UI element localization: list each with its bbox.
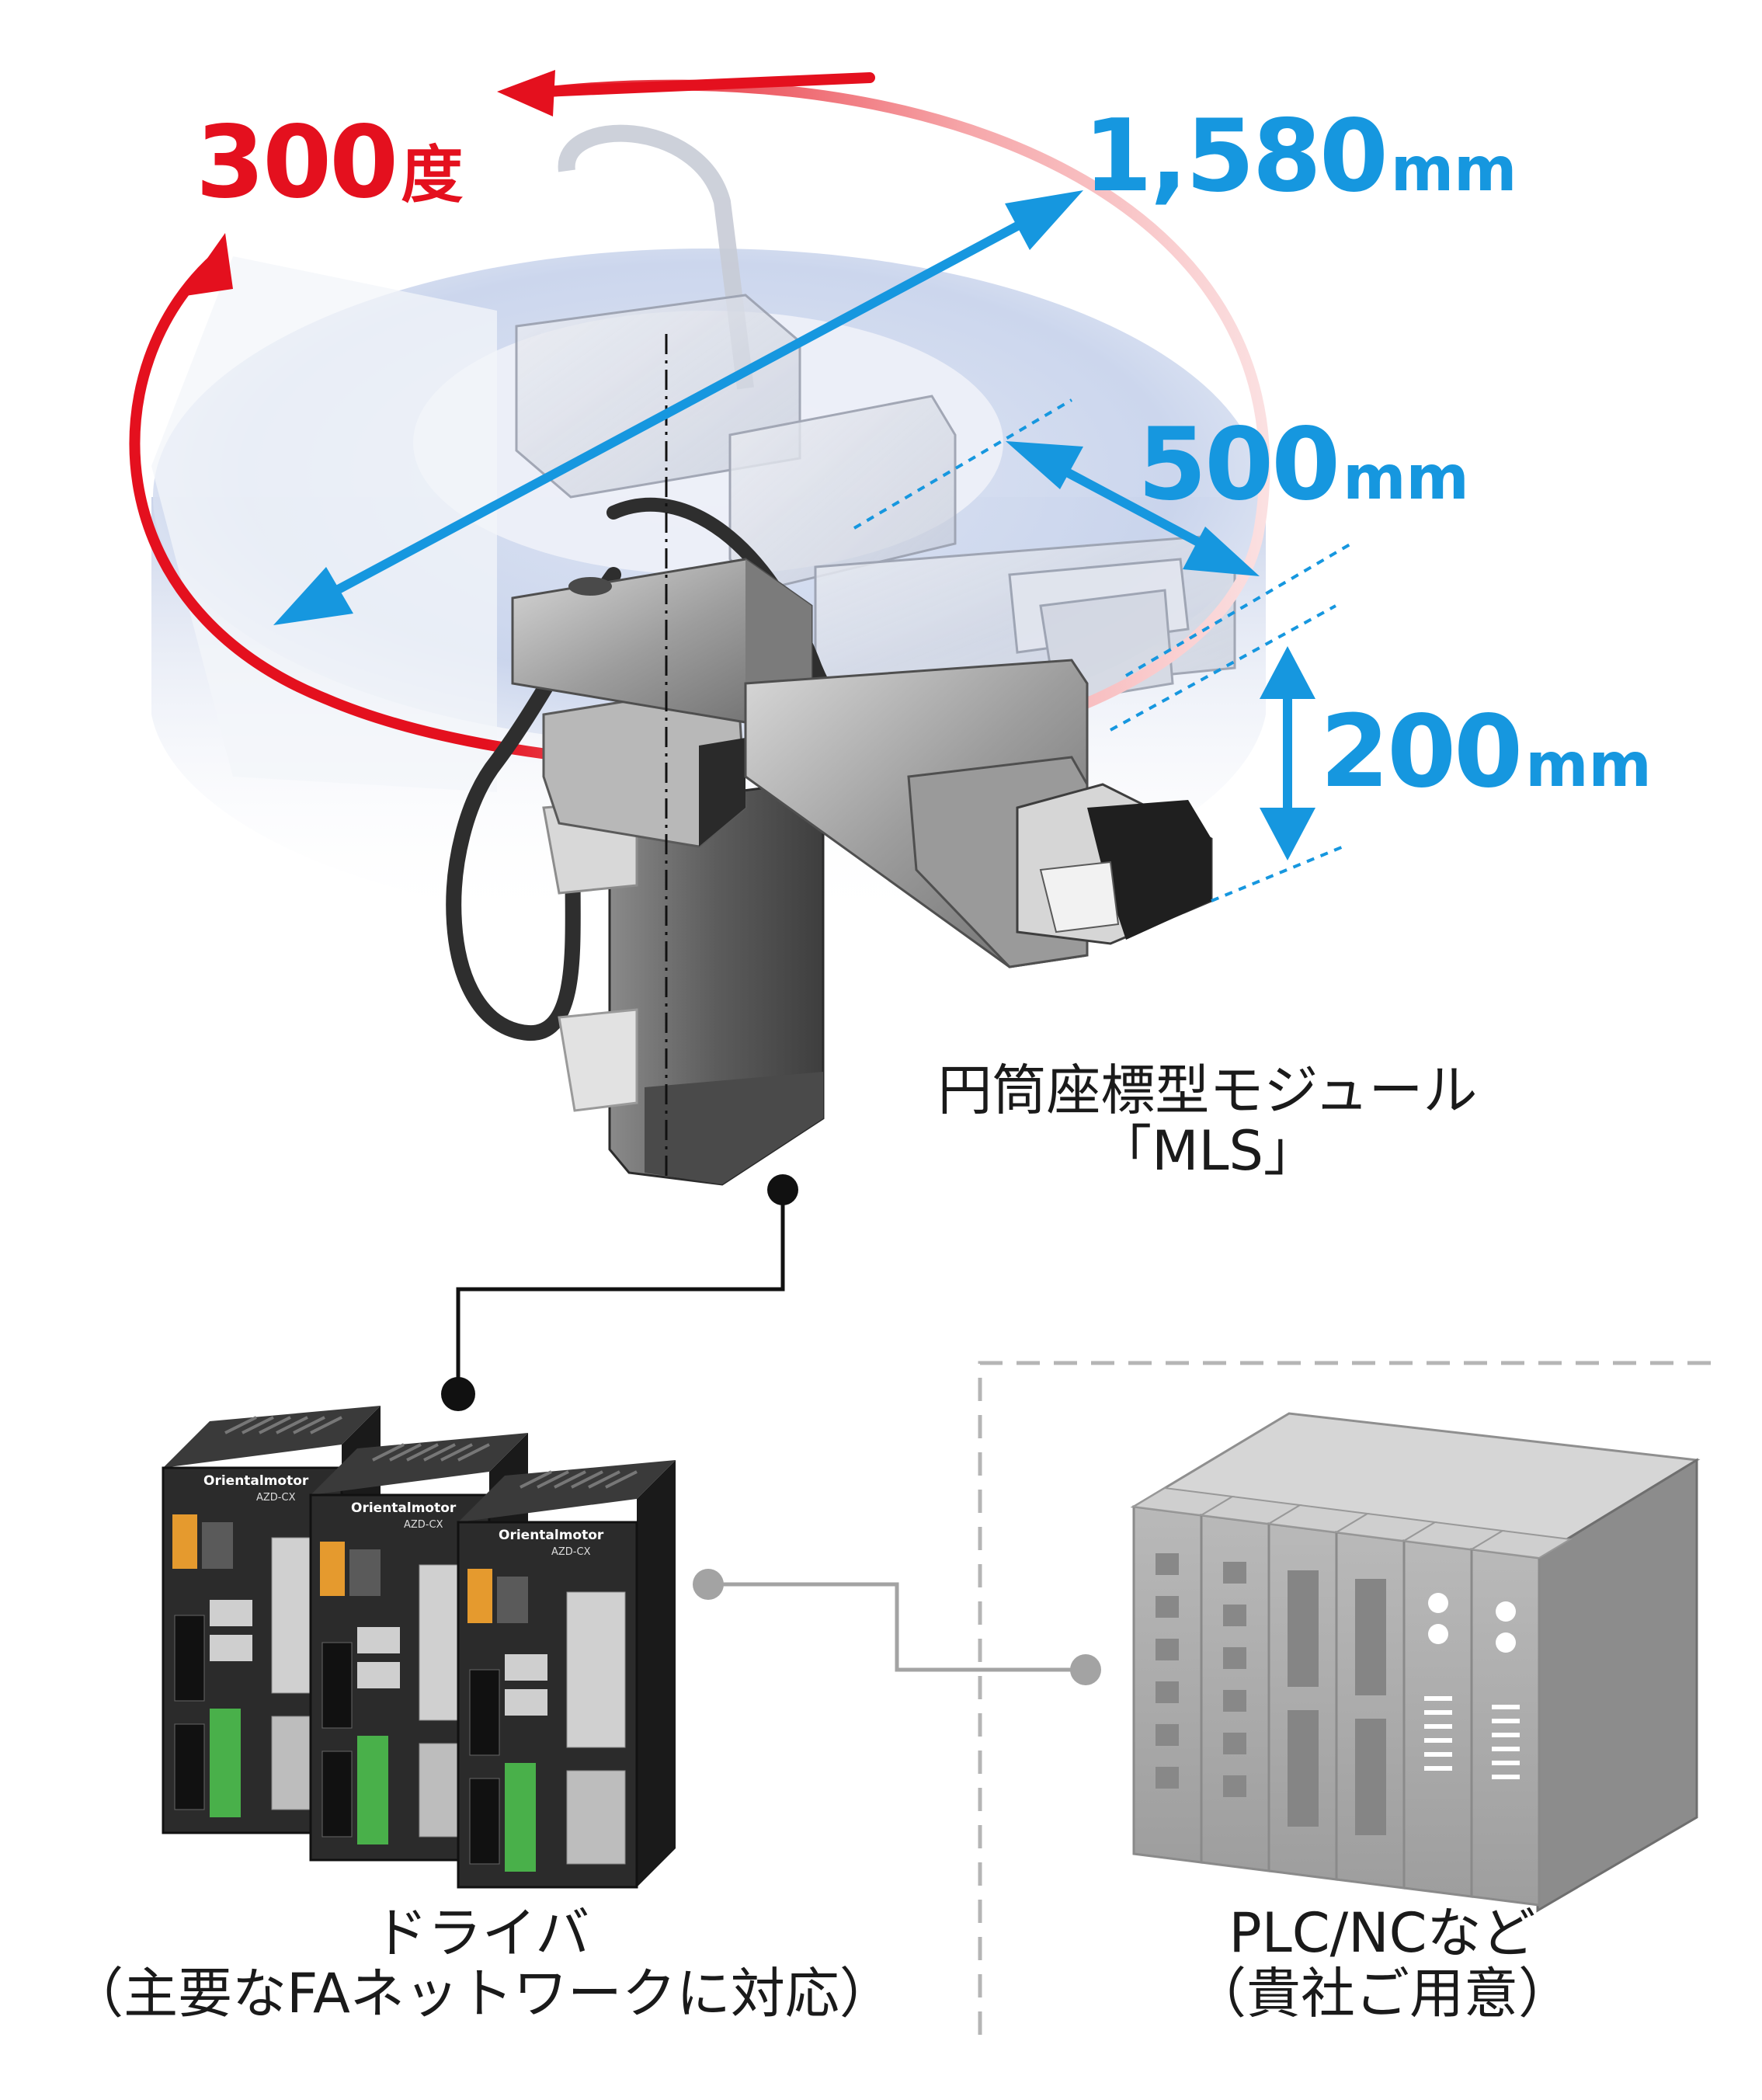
plc-name: PLC/NCなど <box>1229 1901 1536 1965</box>
driver-model-text: AZD-CX <box>404 1519 443 1531</box>
plc-module <box>1267 1504 1370 1881</box>
plc-module <box>1131 1486 1235 1864</box>
driver-model-text: AZD-CX <box>256 1492 296 1504</box>
rotation-angle-label: 300度 <box>196 105 464 221</box>
plc-module <box>1469 1529 1573 1907</box>
driver-plc-cable <box>693 1569 1101 1685</box>
customer-boundary-dashed <box>978 1361 1716 2035</box>
plc-module <box>1402 1521 1505 1898</box>
horizontal-stroke-arrow <box>853 398 1353 677</box>
driver-model-text: AZD-CX <box>551 1546 591 1558</box>
reach-label: 1,580mm <box>1083 99 1517 214</box>
driver-note: （主要なFAネットワークに対応） <box>69 1962 894 2026</box>
driver-brand-text: Orientalmotor <box>499 1528 604 1543</box>
module-name: 円筒座標型モジュール <box>937 1059 1478 1122</box>
module-model: 「MLS」 <box>1097 1119 1318 1184</box>
robot-ghost <box>515 124 1236 708</box>
driver-brand-text: Orientalmotor <box>351 1500 457 1516</box>
vertical-stroke-arrow <box>1110 604 1344 902</box>
driver-brand-text: Orientalmotor <box>203 1473 309 1489</box>
module-driver-cable <box>441 1174 798 1411</box>
vertical-stroke-label: 200mm <box>1320 694 1652 810</box>
robot-module-mls <box>446 497 1213 1186</box>
plc-note: （貴社ご用意） <box>1192 1962 1573 2026</box>
driver-name: ドライバ <box>373 1901 590 1965</box>
plc-rack <box>1130 1412 1701 1913</box>
module-caption: 円筒座標型モジュール 「MLS」 <box>905 1060 1510 1182</box>
plc-module <box>1334 1512 1437 1890</box>
plc-caption: PLC/NCなど （貴社ご用意） <box>1087 1903 1677 2025</box>
driver-units: OrientalmotorAZD-CXOrientalmotorAZD-CXOr… <box>162 1406 676 1889</box>
driver-caption: ドライバ （主要なFAネットワークに対応） <box>16 1903 947 2025</box>
horizontal-stroke-label: 500mm <box>1138 407 1469 523</box>
reach-arrow <box>273 190 1083 625</box>
